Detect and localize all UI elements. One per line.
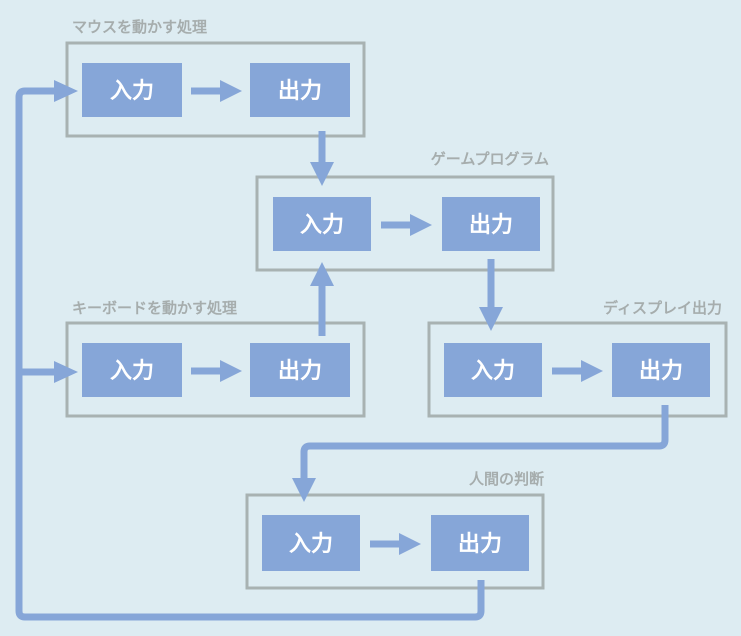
keyboard-output-node bbox=[250, 343, 350, 397]
connector-mouse-to-game-arrowhead bbox=[310, 162, 334, 186]
mouse-output-label: 出力 bbox=[278, 79, 322, 104]
connector-human-feedback-loop bbox=[15, 80, 485, 621]
group-display-frame bbox=[427, 321, 728, 418]
game-input-node bbox=[273, 197, 371, 251]
connector-game-to-display bbox=[479, 259, 503, 331]
game-output-node bbox=[442, 197, 540, 251]
group-human-title: 人間の判断 bbox=[469, 470, 544, 488]
group-game: ゲームプログラム 入力 出力 bbox=[255, 150, 555, 272]
group-mouse: マウスを動かす処理 入力 出力 bbox=[65, 18, 366, 138]
human-input-label: 入力 bbox=[289, 532, 333, 557]
mouse-internal-arrowhead bbox=[220, 80, 242, 102]
group-human: 人間の判断 入力 出力 bbox=[245, 470, 545, 590]
game-input-label: 入力 bbox=[300, 213, 344, 238]
mouse-output-node bbox=[250, 63, 350, 117]
connector-display-to-human-line bbox=[300, 405, 669, 480]
feedback-to-mouse-arrowhead bbox=[54, 80, 78, 102]
keyboard-input-label: 入力 bbox=[110, 359, 154, 384]
mouse-input-node bbox=[82, 63, 182, 117]
mouse-input-label: 入力 bbox=[110, 79, 154, 104]
group-game-frame bbox=[255, 175, 555, 272]
human-output-label: 出力 bbox=[458, 532, 502, 557]
connector-game-to-display-arrowhead bbox=[479, 307, 503, 331]
human-input-node bbox=[262, 515, 360, 571]
group-keyboard-title: キーボードを動かす処理 bbox=[72, 299, 237, 317]
group-display: ディスプレイ出力 入力 出力 bbox=[427, 299, 728, 418]
display-output-node bbox=[612, 343, 710, 397]
keyboard-internal-arrowhead bbox=[220, 360, 242, 382]
game-internal-arrowhead bbox=[410, 214, 432, 236]
display-input-node bbox=[444, 343, 542, 397]
connector-keyboard-to-game-arrowhead bbox=[310, 262, 334, 286]
group-keyboard: キーボードを動かす処理 入力 出力 bbox=[65, 299, 366, 418]
keyboard-input-node bbox=[82, 343, 182, 397]
display-output-label: 出力 bbox=[639, 359, 683, 384]
group-mouse-title: マウスを動かす処理 bbox=[72, 18, 207, 36]
human-internal-arrowhead bbox=[399, 533, 421, 555]
display-internal-arrowhead bbox=[581, 360, 603, 382]
game-output-label: 出力 bbox=[469, 213, 513, 238]
feedback-loop-line bbox=[15, 87, 485, 621]
group-display-title: ディスプレイ出力 bbox=[603, 299, 722, 317]
human-output-node bbox=[431, 515, 529, 571]
connector-display-to-human bbox=[292, 405, 669, 502]
group-human-frame bbox=[245, 493, 545, 590]
keyboard-output-label: 出力 bbox=[278, 359, 322, 384]
connector-mouse-to-game bbox=[310, 131, 334, 186]
display-input-label: 入力 bbox=[471, 359, 515, 384]
group-game-title: ゲームプログラム bbox=[431, 150, 549, 168]
connector-display-to-human-arrowhead bbox=[292, 478, 316, 502]
connector-keyboard-to-game bbox=[310, 262, 334, 336]
feedback-to-keyboard-arrowhead bbox=[54, 361, 78, 383]
